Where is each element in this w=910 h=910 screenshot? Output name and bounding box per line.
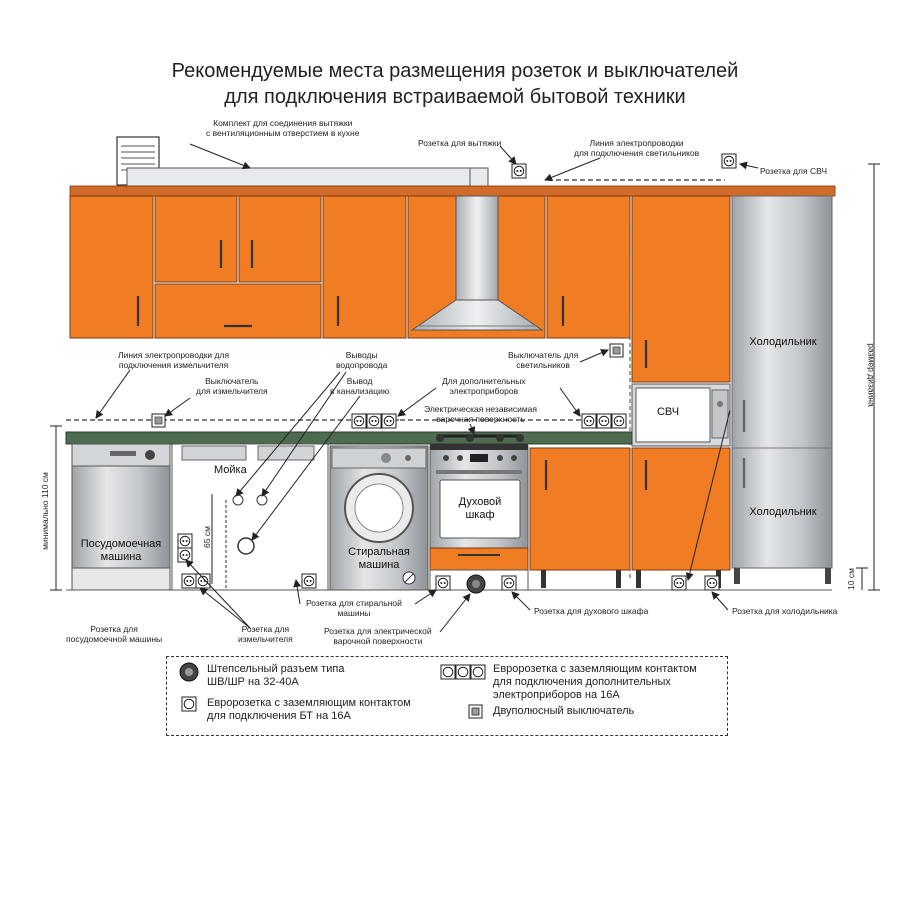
upper-cabinets: [69, 195, 731, 383]
page-title: Рекомендуемые места размещения розеток и…: [0, 58, 910, 110]
legend-symbols: [179, 662, 486, 719]
label-fridge-bottom: Холодильник: [749, 506, 817, 518]
label-dim-65: 65 см: [201, 526, 212, 548]
countertop: [65, 431, 633, 445]
label-sink: Мойка: [214, 464, 247, 476]
upper-handles: [136, 240, 648, 368]
dishwasher: [71, 443, 171, 591]
fridge-column: [731, 195, 833, 584]
label-min-height: минимально 110 см: [39, 472, 50, 550]
label-microwave: СВЧ: [656, 406, 680, 418]
label-oven-socket: Розетка для духового шкафа: [534, 606, 649, 616]
label-hood-socket: Розетка для вытяжки: [418, 138, 502, 148]
washing-machine: [329, 445, 429, 591]
title-line-2: для подключения встраиваемой бытовой тех…: [224, 86, 686, 108]
label-design-size: размер дизайна: [866, 343, 877, 407]
upper-top-strip: [69, 185, 836, 197]
sink-cabinet: [171, 443, 329, 591]
microwave: [631, 383, 731, 447]
label-mw-socket: Розетка для СВЧ: [760, 166, 828, 176]
lower-cabinets: [529, 447, 731, 571]
legend-switch: Двуполюсный выключатель: [493, 705, 635, 717]
title-line-1: Рекомендуемые места размещения розеток и…: [171, 60, 739, 82]
vent-grille: [116, 136, 489, 199]
label-fridge-top: Холодильник: [749, 336, 817, 348]
label-dim-10: 10 см: [845, 568, 856, 590]
label-fridge-socket: Розетка для холодильника: [732, 606, 838, 616]
range-hood: [410, 195, 544, 331]
